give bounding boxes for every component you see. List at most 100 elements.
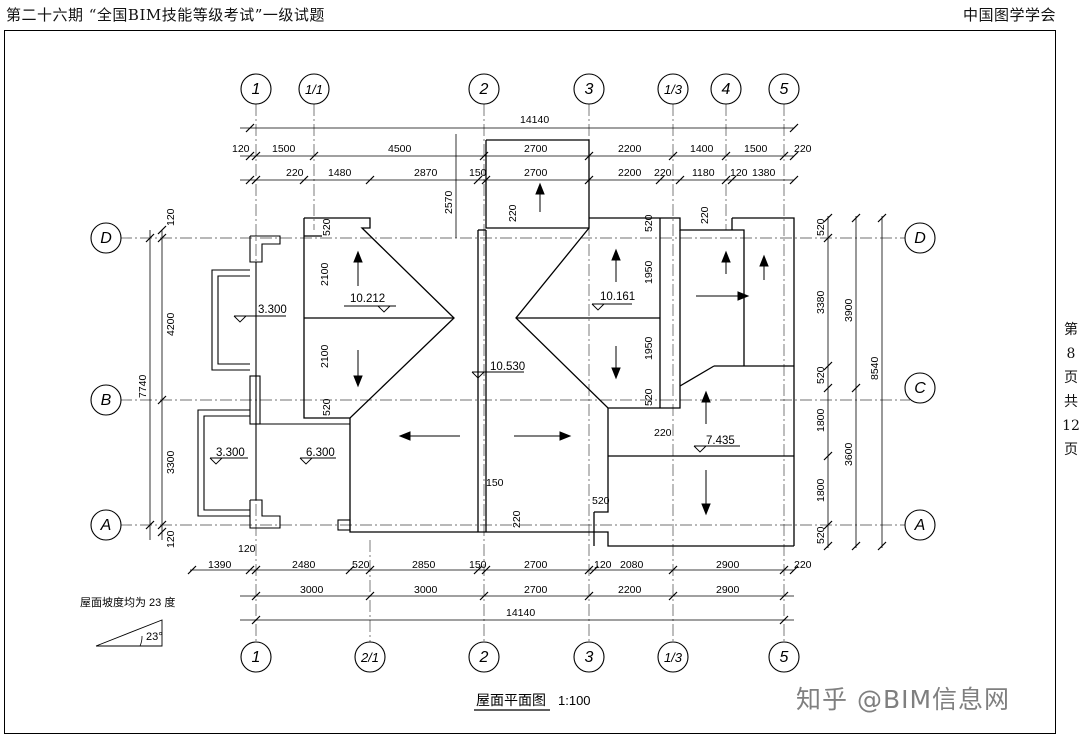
dimension-ticks bbox=[145, 123, 887, 625]
dim-inner: 520 bbox=[321, 218, 333, 236]
dim-tick bbox=[299, 175, 309, 185]
dim-top: 120 bbox=[232, 143, 250, 155]
dim-right: 1800 bbox=[815, 408, 827, 432]
elevation-label: 3.300 bbox=[216, 447, 245, 459]
dim-bottom: 2080 bbox=[620, 559, 644, 571]
drawing-frame bbox=[4, 30, 1056, 734]
dim-tick bbox=[245, 565, 255, 575]
dim-bottom-total: 14140 bbox=[506, 607, 535, 619]
axis-circle bbox=[573, 73, 605, 105]
dim-bottom: 520 bbox=[352, 559, 370, 571]
dim-top: 2870 bbox=[414, 167, 438, 179]
page-char: 12 bbox=[1062, 418, 1080, 434]
dim-top: 220 bbox=[286, 167, 304, 179]
axis-bubble: 2 bbox=[468, 641, 500, 673]
elevation-label: 6.300 bbox=[306, 447, 335, 459]
axis-circle bbox=[657, 73, 689, 105]
dim-inner: 2100 bbox=[319, 344, 331, 368]
dim-tick bbox=[251, 151, 261, 161]
dim-tick bbox=[584, 591, 594, 601]
dim-tick bbox=[789, 123, 799, 133]
dim-tick bbox=[721, 151, 731, 161]
dim-tick bbox=[245, 123, 255, 133]
axis-bubble: 3 bbox=[573, 73, 605, 105]
dim-tick bbox=[823, 361, 833, 371]
left-annex bbox=[197, 235, 351, 531]
dim-tick bbox=[473, 565, 483, 575]
dim-tick bbox=[675, 175, 685, 185]
dim-inner: 520 bbox=[321, 398, 333, 416]
axis-circle bbox=[657, 641, 689, 673]
axis-bubble: 1 bbox=[240, 641, 272, 673]
roof-outline bbox=[303, 139, 795, 547]
dim-top-total: 14140 bbox=[520, 114, 549, 126]
axis-label: 4 bbox=[722, 81, 731, 98]
dim-left: 4200 bbox=[165, 312, 177, 336]
axis-circle bbox=[904, 372, 936, 404]
dim-inner: 1950 bbox=[643, 260, 655, 284]
axis-circle bbox=[354, 641, 386, 673]
slope-angle: 23° bbox=[146, 631, 163, 643]
dim-tick bbox=[145, 233, 155, 243]
dim-top: 4500 bbox=[388, 143, 412, 155]
dim-tick bbox=[157, 395, 167, 405]
dim-tick bbox=[309, 151, 319, 161]
elevation-label: 10.212 bbox=[350, 293, 385, 305]
axis-circle bbox=[768, 641, 800, 673]
axis-circle bbox=[90, 222, 122, 254]
axis-label: 1/3 bbox=[664, 650, 683, 665]
axis-gridlines bbox=[120, 104, 910, 644]
dim-tick bbox=[251, 565, 261, 575]
dim-right: 8540 bbox=[869, 356, 881, 380]
dim-right: 3380 bbox=[815, 290, 827, 314]
dim-left: 120 bbox=[165, 208, 177, 226]
page-char: 页 bbox=[1064, 442, 1078, 458]
dim-inner: 220 bbox=[654, 427, 672, 439]
dim-tick bbox=[721, 175, 731, 185]
axis-bubble: D bbox=[904, 222, 936, 254]
dim-top: 2700 bbox=[524, 167, 548, 179]
axis-label: A bbox=[914, 517, 926, 534]
dim-tick bbox=[789, 175, 799, 185]
dimension-lines bbox=[149, 127, 883, 621]
axis-circle bbox=[768, 73, 800, 105]
dim-tick bbox=[823, 451, 833, 461]
page-char: 共 bbox=[1064, 394, 1078, 410]
dim-inner: 220 bbox=[511, 510, 523, 528]
dim-tick bbox=[668, 151, 678, 161]
axis-bubble: 2/1 bbox=[354, 641, 386, 673]
dim-tick bbox=[365, 565, 375, 575]
elevation-label: 7.435 bbox=[706, 435, 735, 447]
dim-tick bbox=[779, 565, 789, 575]
dim-bottom: 2480 bbox=[292, 559, 316, 571]
dim-tick bbox=[851, 541, 861, 551]
axis-circle bbox=[904, 509, 936, 541]
dim-tick bbox=[851, 383, 861, 393]
dim-bottom: 120 bbox=[238, 543, 256, 555]
dim-top: 2200 bbox=[618, 167, 642, 179]
axis-circle bbox=[710, 73, 742, 105]
page-char: 8 bbox=[1066, 346, 1076, 362]
dim-tick bbox=[877, 541, 887, 551]
page-char: 第 bbox=[1064, 322, 1078, 338]
dim-bottom: 3000 bbox=[300, 584, 324, 596]
dim-tick bbox=[145, 520, 155, 530]
dim-bottom: 120 bbox=[594, 559, 612, 571]
drawing-scale: 1:100 bbox=[558, 693, 591, 708]
dimension-labels: 14140 120 1500 4500 2700 2200 1400 1500 … bbox=[137, 114, 881, 619]
dim-inner: 1950 bbox=[643, 336, 655, 360]
axis-bubble: 3 bbox=[573, 641, 605, 673]
publisher-name: 中国图学学会 bbox=[962, 6, 1056, 24]
dim-bottom: 2900 bbox=[716, 584, 740, 596]
dim-tick bbox=[245, 151, 255, 161]
axis-bubble: 5 bbox=[768, 73, 800, 105]
dim-top: 2700 bbox=[524, 143, 548, 155]
dim-tick bbox=[481, 565, 491, 575]
axis-circle bbox=[240, 641, 272, 673]
axis-circle bbox=[298, 73, 330, 105]
dim-right: 1800 bbox=[815, 478, 827, 502]
dim-tick bbox=[479, 591, 489, 601]
dim-tick bbox=[823, 213, 833, 223]
axis-label: 2/1 bbox=[360, 650, 379, 665]
axis-bubble: A bbox=[90, 509, 122, 541]
